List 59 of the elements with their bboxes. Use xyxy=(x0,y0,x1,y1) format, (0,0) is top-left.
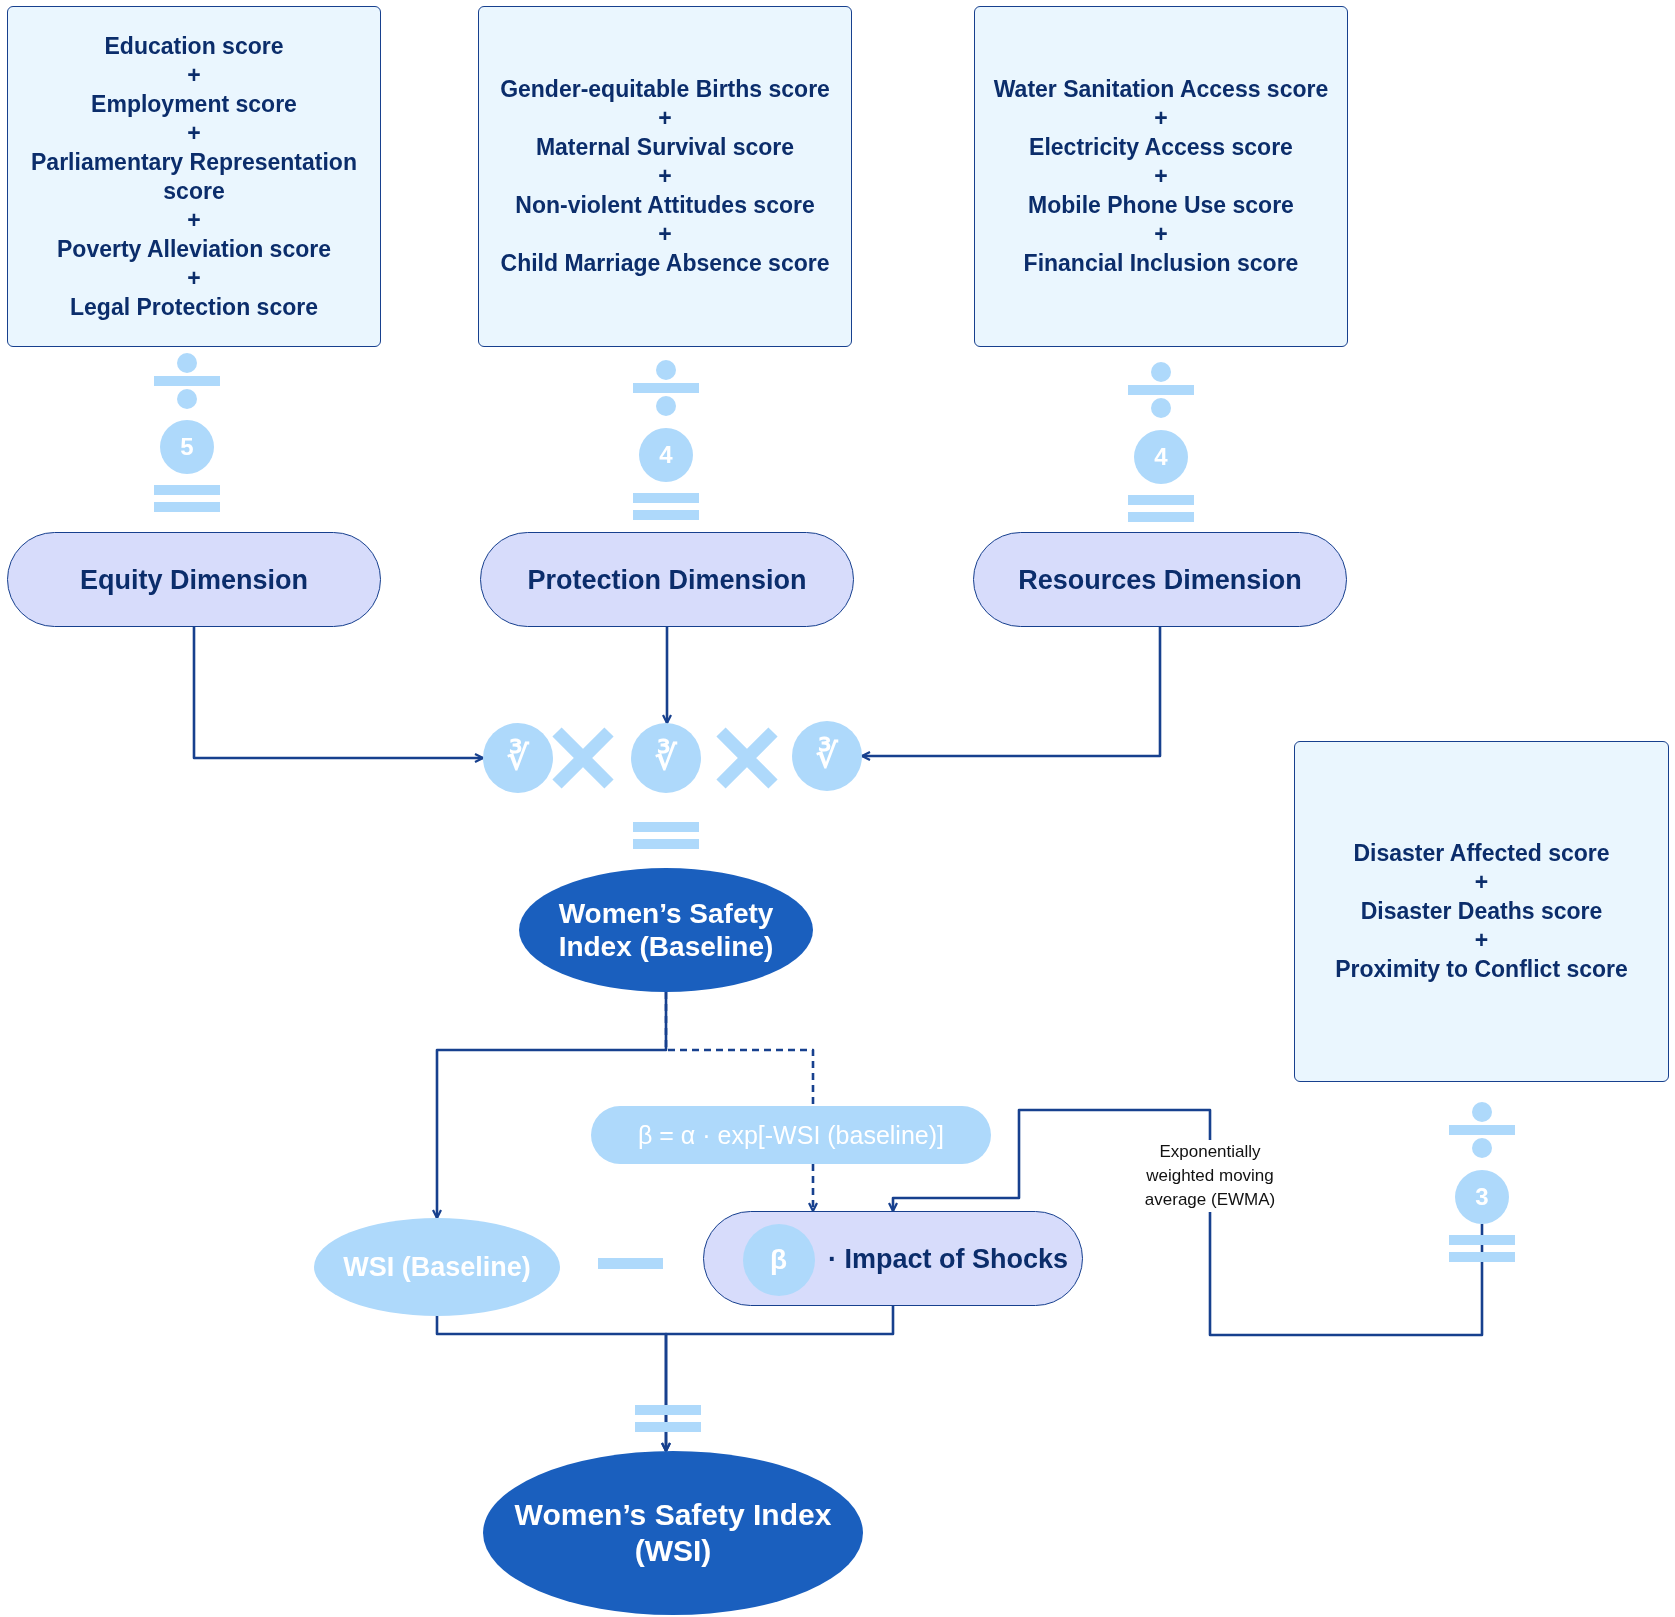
node-label: + xyxy=(187,118,201,148)
dashed-arrow xyxy=(807,1162,819,1213)
node-label: + xyxy=(1154,104,1168,133)
score-box xyxy=(478,6,852,347)
node-label: 5 xyxy=(180,433,194,461)
node-label: Non-violent Attitudes score xyxy=(515,191,815,220)
divisor-circle xyxy=(1455,1170,1509,1224)
node-label: Child Marriage Absence score xyxy=(500,249,830,278)
node-label: WSI (Baseline) xyxy=(343,1251,531,1283)
node-label: Women’s Safety Index (WSI) xyxy=(513,1497,833,1569)
node-label: + xyxy=(658,162,672,191)
node-label: + xyxy=(1474,926,1489,955)
node-label: Financial Inclusion score xyxy=(1023,249,1299,278)
node-label: Mobile Phone Use score xyxy=(1028,191,1294,220)
node-label: 3 xyxy=(1475,1183,1489,1211)
node-label: Water Sanitation Access score xyxy=(993,75,1329,104)
arrow xyxy=(660,1306,895,1453)
node-label: + xyxy=(187,205,201,235)
node-label: Electricity Access score xyxy=(1029,133,1293,162)
node-label: Proximity to Conflict score xyxy=(1335,955,1628,984)
node-label: Education score xyxy=(104,31,284,61)
node-label: + xyxy=(1154,220,1168,249)
node-label: Employment score xyxy=(91,89,297,119)
score-box xyxy=(1294,741,1669,1082)
node-label: Resources Dimension xyxy=(1018,563,1302,596)
node-label: 4 xyxy=(1154,443,1168,471)
node-label: Parliamentary Representation score xyxy=(30,147,358,206)
formula-pill xyxy=(591,1106,991,1164)
node-label: Gender-equitable Births score xyxy=(500,75,830,104)
arrow xyxy=(661,627,673,725)
divisor-circle xyxy=(1134,430,1188,484)
node-label: + xyxy=(187,263,201,293)
node-label: Legal Protection score xyxy=(70,292,318,322)
node-label: Poverty Alleviation score xyxy=(57,234,331,264)
node-label: ∛ xyxy=(507,740,529,776)
node-label: ∛ xyxy=(816,738,838,774)
divisor-circle xyxy=(160,420,214,474)
score-box xyxy=(7,6,381,347)
node-label: β = α · exp[-WSI (baseline)] xyxy=(638,1120,944,1150)
arrow xyxy=(887,1108,1484,1337)
divisor-circle xyxy=(639,428,693,482)
arrow xyxy=(192,627,485,764)
node-label: + xyxy=(1154,162,1168,191)
node-label: · Impact of Shocks xyxy=(827,1242,1068,1275)
node-label: Protection Dimension xyxy=(527,563,807,596)
score-box xyxy=(974,6,1348,347)
node-label: β xyxy=(769,1243,788,1276)
node-label: Maternal Survival score xyxy=(535,133,795,162)
arrow xyxy=(860,627,1162,762)
node-label: Equity Dimension xyxy=(80,563,308,596)
node-label: 4 xyxy=(659,441,673,469)
node-label: Disaster Affected score xyxy=(1353,839,1610,868)
node-label: + xyxy=(658,104,672,133)
node-label: + xyxy=(658,220,672,249)
node-label: Women’s Safety Index (Baseline) xyxy=(557,897,775,963)
node-label: + xyxy=(1474,868,1489,897)
node-label: Disaster Deaths score xyxy=(1360,897,1603,926)
node-label: ∛ xyxy=(655,740,677,776)
node-label: + xyxy=(187,60,201,90)
